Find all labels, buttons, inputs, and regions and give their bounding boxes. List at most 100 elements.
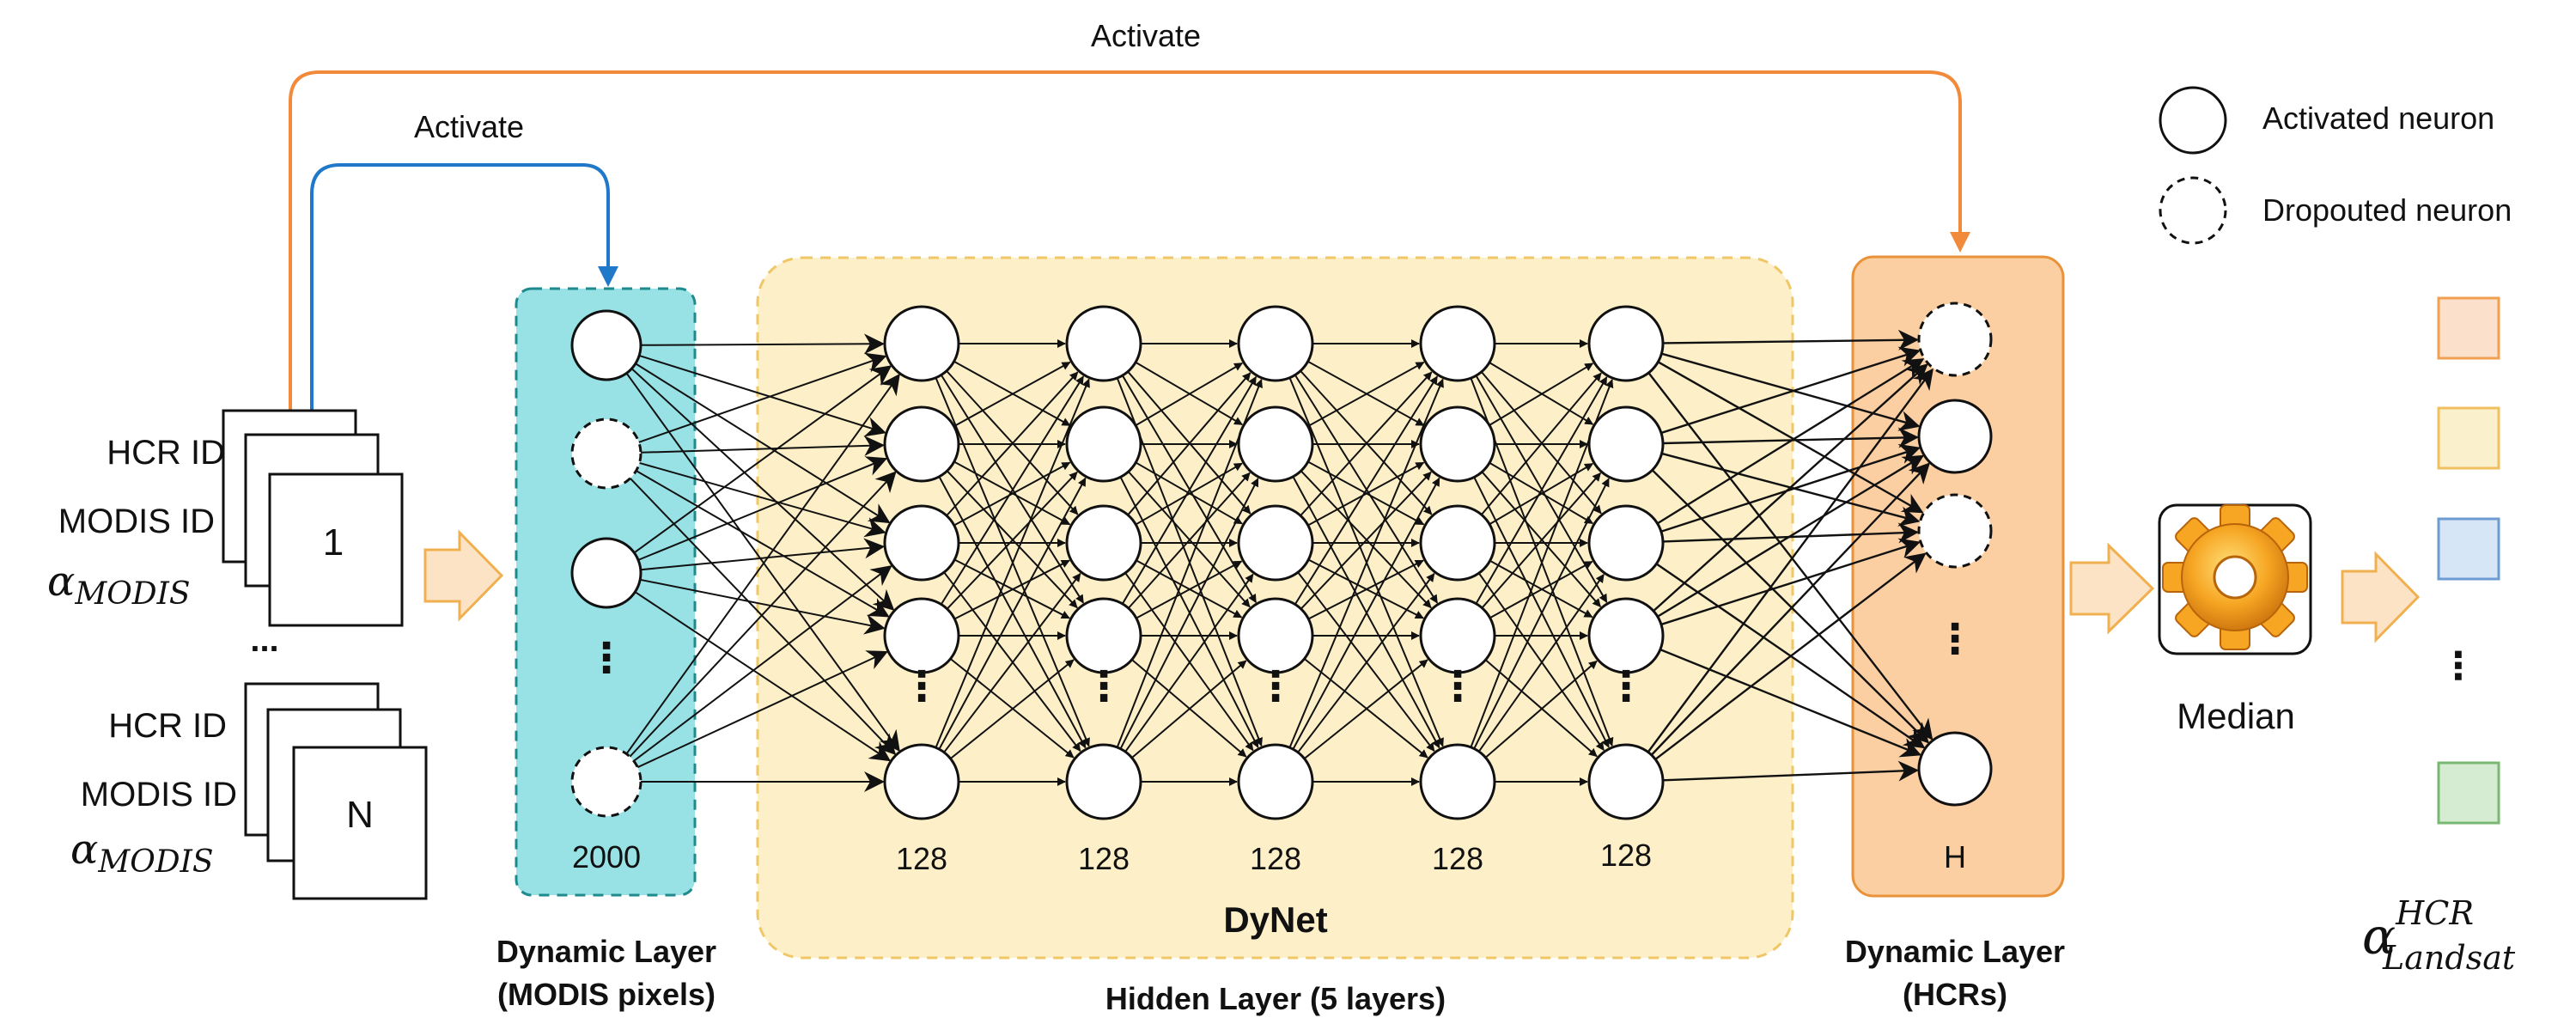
input-layer-size: 2000: [572, 839, 641, 875]
flow-arrow-to-median: [2069, 542, 2155, 635]
output-swatch: [2437, 517, 2500, 581]
gear-icon: [2162, 504, 2308, 650]
activated-neuron: [1587, 305, 1665, 382]
hidden-size-1: 128: [896, 841, 947, 876]
neuron-ellipsis: ⋮: [1934, 617, 1976, 662]
connection-line: [636, 470, 890, 618]
connection-line: [1481, 472, 1602, 609]
input-layer-title-1: Dynamic Layer: [496, 934, 716, 969]
connection-line: [1131, 660, 1247, 759]
activated-neuron: [1065, 405, 1142, 483]
neuron-ellipsis: ⋮: [901, 664, 942, 710]
connection-line: [625, 373, 900, 755]
neuron-ellipsis: ⋮: [1083, 664, 1124, 710]
activated-neuron: [1237, 405, 1314, 483]
connection-line: [1661, 352, 1921, 431]
activated-neuron: [1917, 399, 1993, 474]
connection-line: [1650, 462, 1931, 756]
output-layer-size: H: [1944, 839, 1966, 875]
activated-neuron: [1917, 731, 1993, 807]
activated-neuron: [883, 504, 960, 582]
legend-dropouted-label: Dropouted neuron: [2262, 192, 2512, 228]
connection-line: [640, 538, 886, 571]
activated-neuron: [1065, 305, 1142, 382]
connection-line: [1119, 478, 1259, 750]
modis-id-label-1: MODIS ID: [58, 503, 215, 540]
connection-line: [1124, 573, 1254, 753]
hidden-layer-title: Hidden Layer (5 layers): [1105, 981, 1446, 1016]
neuron-ellipsis: ⋮: [586, 636, 627, 681]
activated-neuron: [883, 597, 960, 674]
legend-dropouted-icon: [2159, 176, 2227, 245]
legend-activated-label: Activated neuron: [2262, 101, 2494, 136]
activated-neuron: [1419, 305, 1496, 382]
connection-line: [1662, 329, 1920, 350]
swatch-ellipsis: ⋮: [2439, 645, 2477, 687]
legend-activated-icon: [2159, 86, 2227, 155]
output-layer-title-1: Dynamic Layer: [1845, 934, 2065, 969]
dropouted-neuron: [1917, 302, 1993, 377]
connection-line: [633, 564, 892, 762]
activated-neuron: [1587, 405, 1665, 483]
hidden-size-4: 128: [1432, 841, 1483, 876]
connection-line: [1484, 660, 1598, 759]
modis-id-label-n: MODIS ID: [81, 776, 237, 814]
neuron-ellipsis: ⋮: [1605, 664, 1647, 710]
connection-line: [1135, 362, 1244, 427]
connection-line: [638, 352, 887, 443]
connection-line: [1480, 372, 1602, 515]
connection-line: [640, 578, 886, 635]
connection-line: [1660, 443, 1921, 533]
dropouted-neuron: [1917, 493, 1993, 569]
activated-neuron: [1065, 504, 1142, 582]
flow-arrow-input: [423, 529, 504, 622]
activated-neuron: [1419, 597, 1496, 674]
connection-line: [1116, 378, 1263, 748]
neuron-ellipsis: ⋮: [1437, 664, 1478, 710]
card-number-first: 1: [323, 521, 344, 564]
connection-line: [1660, 346, 1921, 435]
hcr-id-label-n: HCR ID: [108, 707, 227, 745]
connection-line: [1477, 573, 1605, 753]
output-swatch: [2437, 296, 2500, 360]
activated-neuron: [1419, 504, 1496, 582]
connection-line: [1136, 560, 1243, 619]
connection-line: [634, 591, 892, 762]
activated-neuron: [1237, 743, 1314, 820]
connection-line: [1300, 471, 1432, 610]
connection-line: [1288, 378, 1444, 748]
connection-line: [1662, 760, 1920, 782]
activated-neuron: [570, 309, 642, 381]
hcr-id-label-1: HCR ID: [107, 434, 225, 472]
connection-line: [1660, 538, 1921, 626]
hidden-size-5: 128: [1600, 838, 1652, 873]
activated-neuron: [1065, 743, 1142, 820]
flow-arrow-to-output: [2341, 551, 2421, 643]
connection-line: [946, 471, 1078, 610]
input-card-stack-n: [244, 682, 428, 900]
connection-line: [636, 650, 888, 769]
connection-line: [953, 559, 1070, 620]
alpha-modis-label-1: αMODIS: [47, 558, 191, 612]
connection-line: [946, 371, 1079, 516]
dropouted-neuron: [570, 417, 642, 490]
activated-neuron: [1587, 597, 1665, 674]
connection-line: [940, 375, 1085, 606]
activate-arrow-inner: [310, 163, 610, 434]
output-swatch: [2437, 406, 2500, 470]
connection-line: [1651, 469, 1930, 744]
median-label: Median: [2177, 696, 2295, 736]
connection-line: [638, 355, 886, 437]
activated-neuron: [1237, 305, 1314, 382]
activate-label-top: Activate: [1091, 18, 1201, 53]
connection-line: [1475, 376, 1608, 605]
connection-line: [1647, 368, 1934, 753]
connection-line: [1294, 375, 1439, 606]
connection-line: [635, 363, 891, 524]
activated-neuron: [1587, 743, 1665, 820]
connection-line: [629, 471, 897, 758]
dropouted-neuron: [570, 746, 642, 818]
connection-line: [640, 333, 886, 355]
output-layer-title-2: (HCRs): [1903, 977, 2007, 1012]
